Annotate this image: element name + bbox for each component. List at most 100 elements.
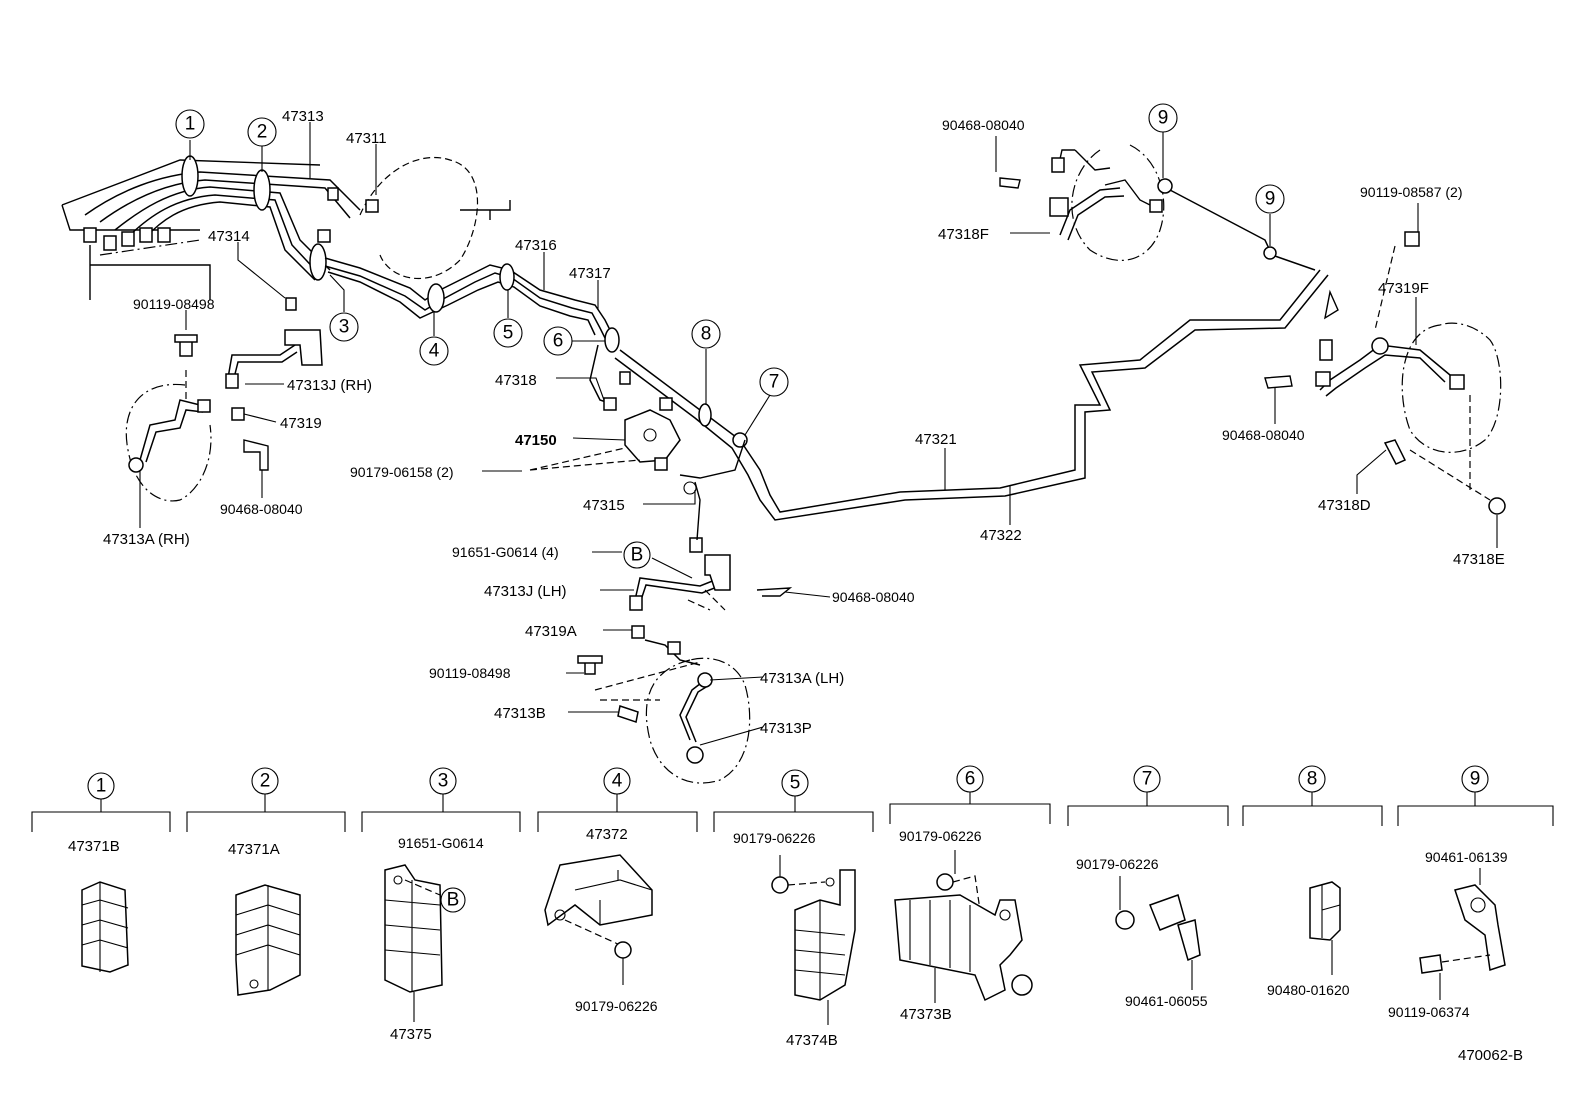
diagram-code: 470062-B [1458, 1047, 1523, 1064]
label-90468-08040-tr: 90468-08040 [942, 117, 1025, 133]
callout-5: 5 [503, 323, 514, 344]
label-47313: 47313 [282, 108, 324, 125]
detail-1-part-a: 47371B [68, 838, 120, 855]
detail-9: 9 90461-06139 90119-06374 [1388, 765, 1554, 1020]
master-cylinder-area [61, 155, 511, 300]
label-90468-08040-r: 90468-08040 [1222, 427, 1305, 443]
label-47313B: 47313B [494, 705, 546, 722]
clamp-2 [253, 169, 271, 211]
callout-circle-9a [1148, 103, 1178, 133]
callout-1: 1 [185, 114, 196, 135]
rear-lower-area [1264, 231, 1506, 515]
detail-9-part-b: 90119-06374 [1388, 1004, 1470, 1020]
label-47313A-LH: 47313A (LH) [760, 670, 844, 687]
callout-circle-2 [247, 117, 277, 147]
callout-4: 4 [429, 341, 440, 362]
clip-90480-01620 [1309, 881, 1341, 941]
clamp-3 [309, 243, 327, 281]
rh-front-corner [125, 297, 323, 502]
detail-6-part-b: 47373B [900, 1006, 952, 1023]
clamp-8 [698, 403, 712, 427]
clamp-47372 [544, 854, 653, 927]
clamp-6 [604, 327, 620, 353]
detail-5-number: 5 [790, 773, 801, 794]
lh-front-corner [577, 481, 793, 784]
detail-6-number: 6 [965, 769, 976, 790]
label-47319F: 47319F [1378, 280, 1429, 297]
label-90468-08040-left: 90468-08040 [220, 501, 303, 517]
label-47316: 47316 [515, 237, 557, 254]
clip-90461-06139 [1454, 884, 1506, 971]
callout-6: 6 [553, 331, 564, 352]
detail-9-number: 9 [1470, 769, 1481, 790]
label-90119-08587: 90119-08587 (2) [1360, 184, 1462, 200]
label-90119-08498-bot: 90119-08498 [429, 665, 511, 681]
proportioning-valve-47150 [529, 371, 746, 479]
label-47322: 47322 [980, 527, 1022, 544]
label-90119-08498-top: 90119-08498 [133, 296, 215, 312]
clamp-4 [427, 283, 445, 313]
fitting [121, 231, 135, 247]
detail-4: 4 47372 90179-06226 [537, 767, 698, 1014]
leader-lines [139, 122, 1498, 746]
clamp-9b [1263, 246, 1277, 260]
label-90179-06158: 90179-06158 (2) [350, 464, 454, 480]
rear-upper-area [999, 144, 1173, 261]
detail-4-part-b: 90179-06226 [575, 998, 658, 1014]
detail-row: 1 47371B 2 47371A 3 91651-G0614 [31, 765, 1554, 1049]
label-47321: 47321 [915, 431, 957, 448]
label-47313J-LH: 47313J (LH) [484, 583, 567, 600]
label-47319: 47319 [280, 415, 322, 432]
clamp-47373B [894, 894, 1023, 1002]
detail-1-number: 1 [96, 776, 107, 797]
detail-6: 6 90179-06226 47373B [889, 765, 1051, 1023]
detail-1: 1 47371B [31, 772, 171, 973]
callout-circle-B1 [623, 541, 651, 569]
detail-2-part-a: 47371A [228, 841, 280, 858]
detail-9-part-a: 90461-06139 [1425, 849, 1508, 865]
callout-B1: B [631, 545, 644, 566]
detail-2-number: 2 [260, 771, 271, 792]
label-47318D: 47318D [1318, 497, 1371, 514]
detail-3: 3 91651-G0614 B 47375 [361, 767, 521, 1043]
detail-8-part-a: 90480-01620 [1267, 982, 1350, 998]
detail-3-number: 3 [438, 771, 449, 792]
clamp-47375 [384, 864, 443, 993]
clamp-1 [181, 155, 199, 197]
callouts-main: 1 2 3 4 5 6 7 8 9 9 B [175, 103, 1285, 569]
callout-9b: 9 [1265, 189, 1276, 210]
clip-90461-06055 [1149, 894, 1186, 931]
detail-7: 7 90179-06226 90461-06055 [1067, 765, 1229, 1009]
detail-3-part-a: 91651-G0614 [398, 835, 484, 851]
label-47318F: 47318F [938, 226, 989, 243]
callout-circle-9b [1255, 184, 1285, 214]
label-47313P: 47313P [760, 720, 812, 737]
fitting [103, 235, 117, 251]
callout-circle-1 [175, 109, 205, 139]
callout-circle-5 [493, 318, 523, 348]
label-47315: 47315 [583, 497, 625, 514]
label-47313J-RH: 47313J (RH) [287, 377, 372, 394]
detail-6-part-a: 90179-06226 [899, 828, 982, 844]
callout-9a: 9 [1158, 108, 1169, 129]
clamp-47374B [794, 869, 856, 1001]
detail-7-part-b: 90461-06055 [1125, 993, 1208, 1009]
detail-4-number: 4 [612, 771, 623, 792]
clamp-5 [499, 263, 515, 291]
detail-8-number: 8 [1307, 769, 1318, 790]
callout-circle-3 [329, 312, 359, 342]
detail-5: 5 90179-06226 47374B [713, 769, 874, 1049]
label-47317: 47317 [569, 265, 611, 282]
label-90468-08040-mid: 90468-08040 [832, 589, 915, 605]
callout-circle-7 [759, 367, 789, 397]
label-91651-G0614-4: 91651-G0614 (4) [452, 544, 559, 560]
callout-2: 2 [257, 122, 268, 143]
main-pipe-run [324, 189, 1329, 521]
fitting [157, 227, 171, 243]
fitting [139, 227, 153, 243]
detail-3-part-b: 47375 [390, 1026, 432, 1043]
callout-3: 3 [339, 317, 350, 338]
label-47319A: 47319A [525, 623, 577, 640]
detail-5-part-a: 90179-06226 [733, 830, 816, 846]
